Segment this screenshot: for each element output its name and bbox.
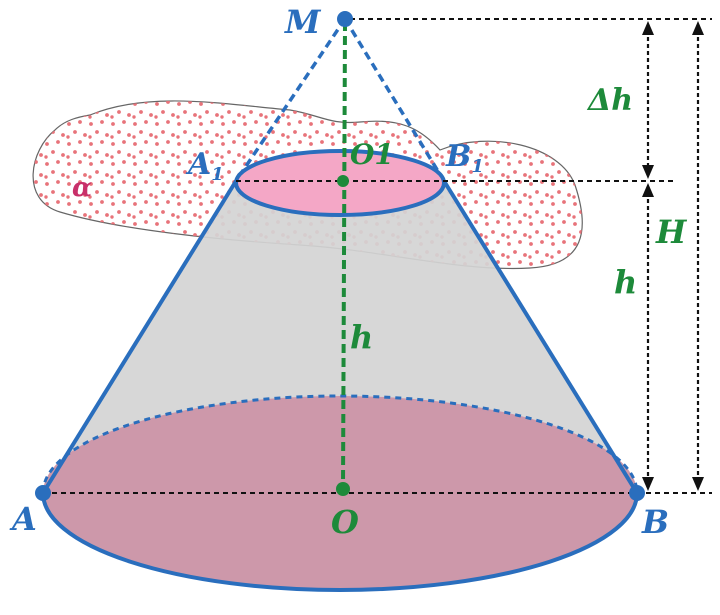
label-B: B — [641, 503, 669, 541]
H-arrowhead-down — [692, 477, 704, 491]
label-H: H — [655, 213, 688, 251]
h-arrowhead-down — [642, 477, 654, 491]
axis-MO — [341, 21, 347, 490]
point-O — [336, 482, 350, 496]
point-O1 — [337, 175, 349, 187]
cone-dashed-edge-left — [234, 18, 347, 182]
label-h-right: h — [614, 263, 637, 301]
label-B1: B1 — [445, 139, 484, 177]
label-O: O — [331, 503, 359, 541]
label-plane-alpha: α — [72, 173, 92, 203]
point-A — [35, 485, 51, 501]
bottom-base-front-edge — [41, 492, 639, 592]
slant-edge-left — [41, 179, 238, 495]
label-O1: O1 — [350, 138, 394, 171]
bottom-base-hidden-edge — [41, 394, 639, 494]
delta-h-arrowhead-down — [642, 165, 654, 179]
H-arrowhead-up — [692, 21, 704, 35]
slant-edge-right — [442, 179, 639, 495]
cone-dashed-edge-right — [343, 18, 446, 182]
label-M: M — [284, 3, 322, 41]
label-h-axis: h — [350, 318, 373, 356]
point-M — [337, 11, 353, 27]
h-arrowhead-up — [642, 183, 654, 197]
delta-h-arrowhead-up — [642, 21, 654, 35]
point-B — [629, 485, 645, 501]
label-delta-h: Δh — [586, 83, 633, 118]
label-A: A — [9, 500, 37, 538]
label-A1: A1 — [185, 147, 224, 185]
